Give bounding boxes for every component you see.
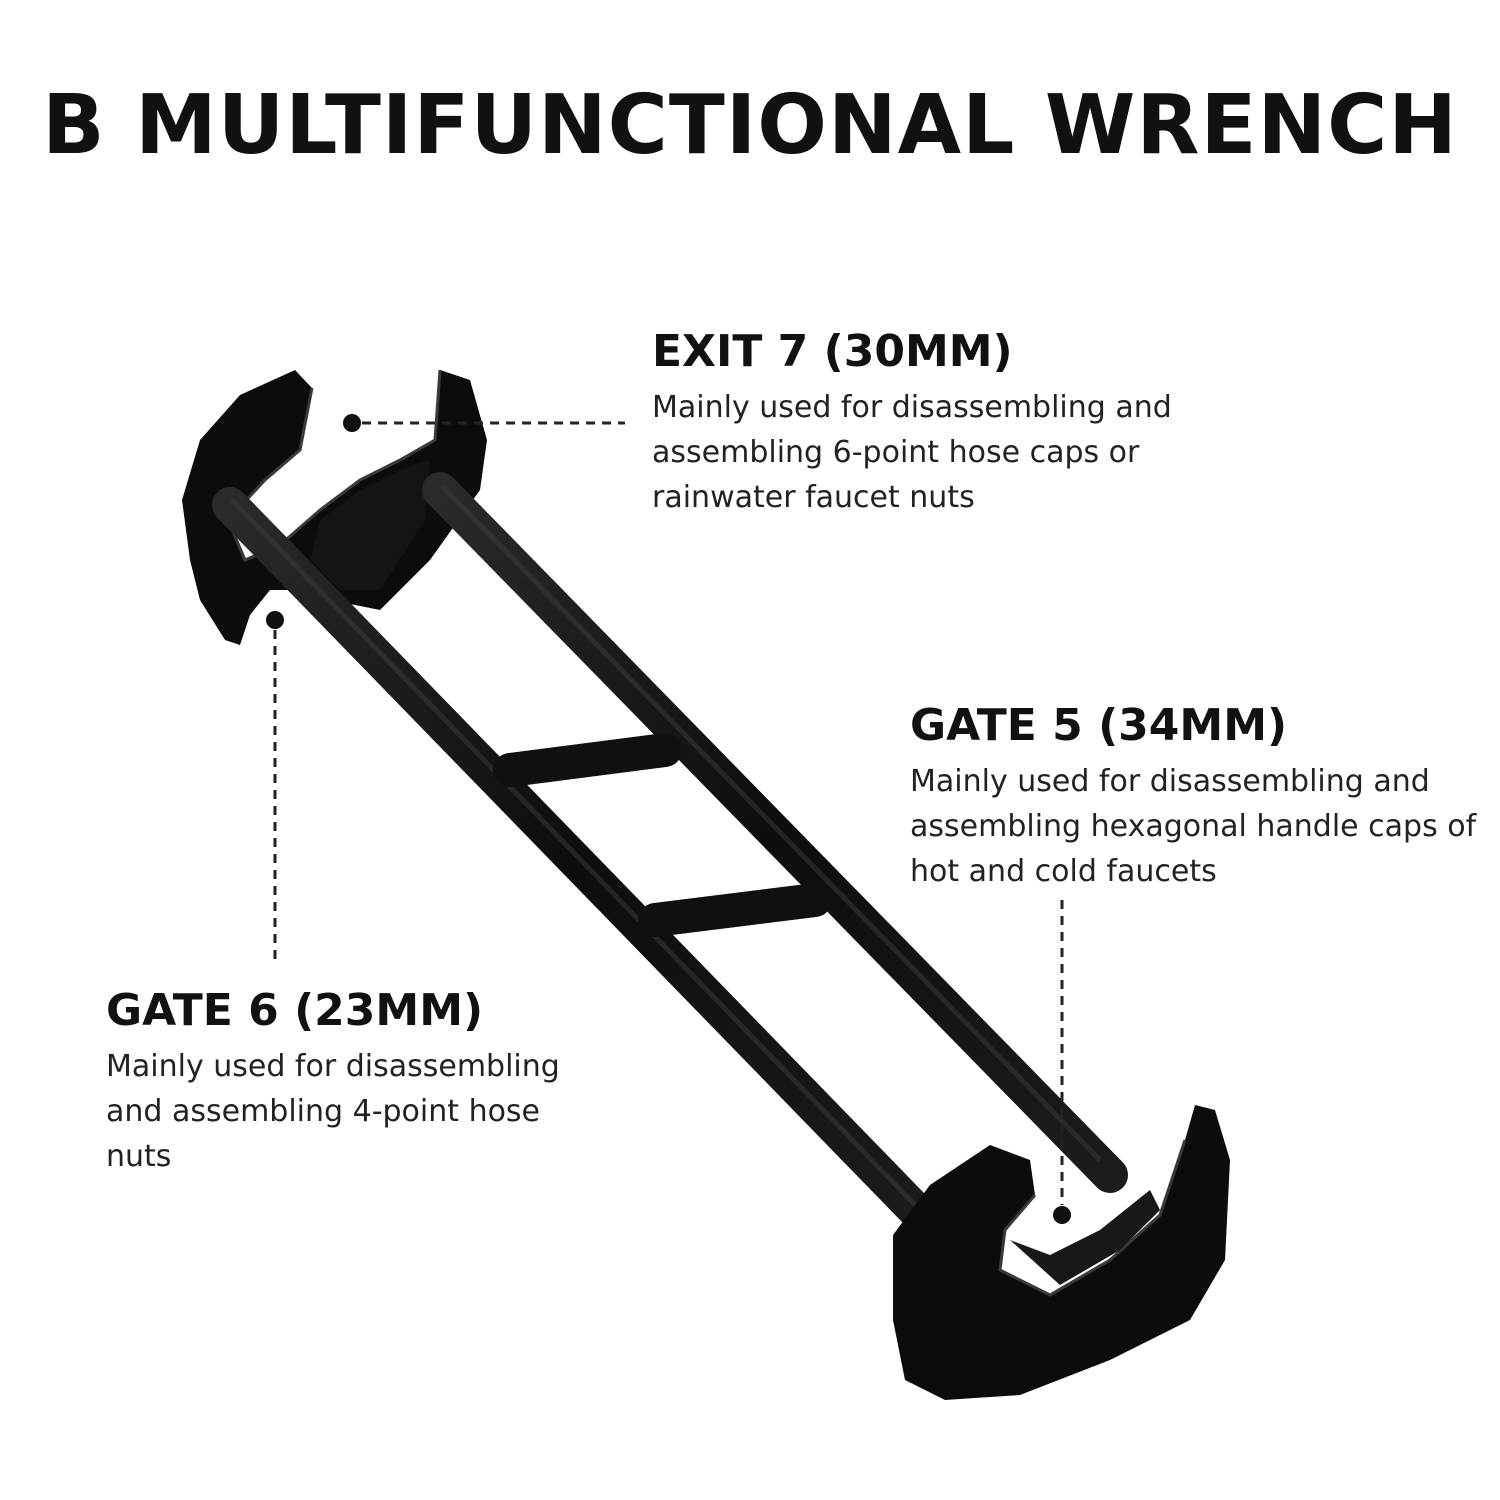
exit7-marker-dot: [343, 414, 361, 432]
gate5-marker-dot: [1053, 1206, 1071, 1224]
page-title: B MULTIFUNCTIONAL WRENCH: [42, 78, 1458, 173]
gate6-marker-dot: [266, 611, 284, 629]
gate5-callout: GATE 5 (34MM) Mainly used for disassembl…: [910, 700, 1490, 894]
gate6-leader: [266, 611, 284, 965]
wrench-crossbars: [493, 733, 832, 937]
gate5-description: Mainly used for disassembling and assemb…: [910, 764, 1477, 889]
wrench-rods: [212, 472, 1128, 1243]
wrench-bottom-head: [893, 1105, 1230, 1400]
gate6-callout: GATE 6 (23MM) Mainly used for disassembl…: [106, 985, 606, 1179]
wrench-top-head: [182, 369, 487, 645]
exit7-heading: EXIT 7 (30MM): [652, 326, 1013, 377]
exit7-leader: [343, 414, 625, 432]
exit7-callout: EXIT 7 (30MM) Mainly used for disassembl…: [652, 326, 1172, 520]
exit7-description: Mainly used for disassembling and assemb…: [652, 390, 1172, 515]
gate5-heading: GATE 5 (34MM): [910, 700, 1288, 751]
gate6-heading: GATE 6 (23MM): [106, 985, 484, 1036]
gate6-description: Mainly used for disassembling and assemb…: [106, 1049, 560, 1174]
gate5-leader: [1053, 900, 1071, 1224]
